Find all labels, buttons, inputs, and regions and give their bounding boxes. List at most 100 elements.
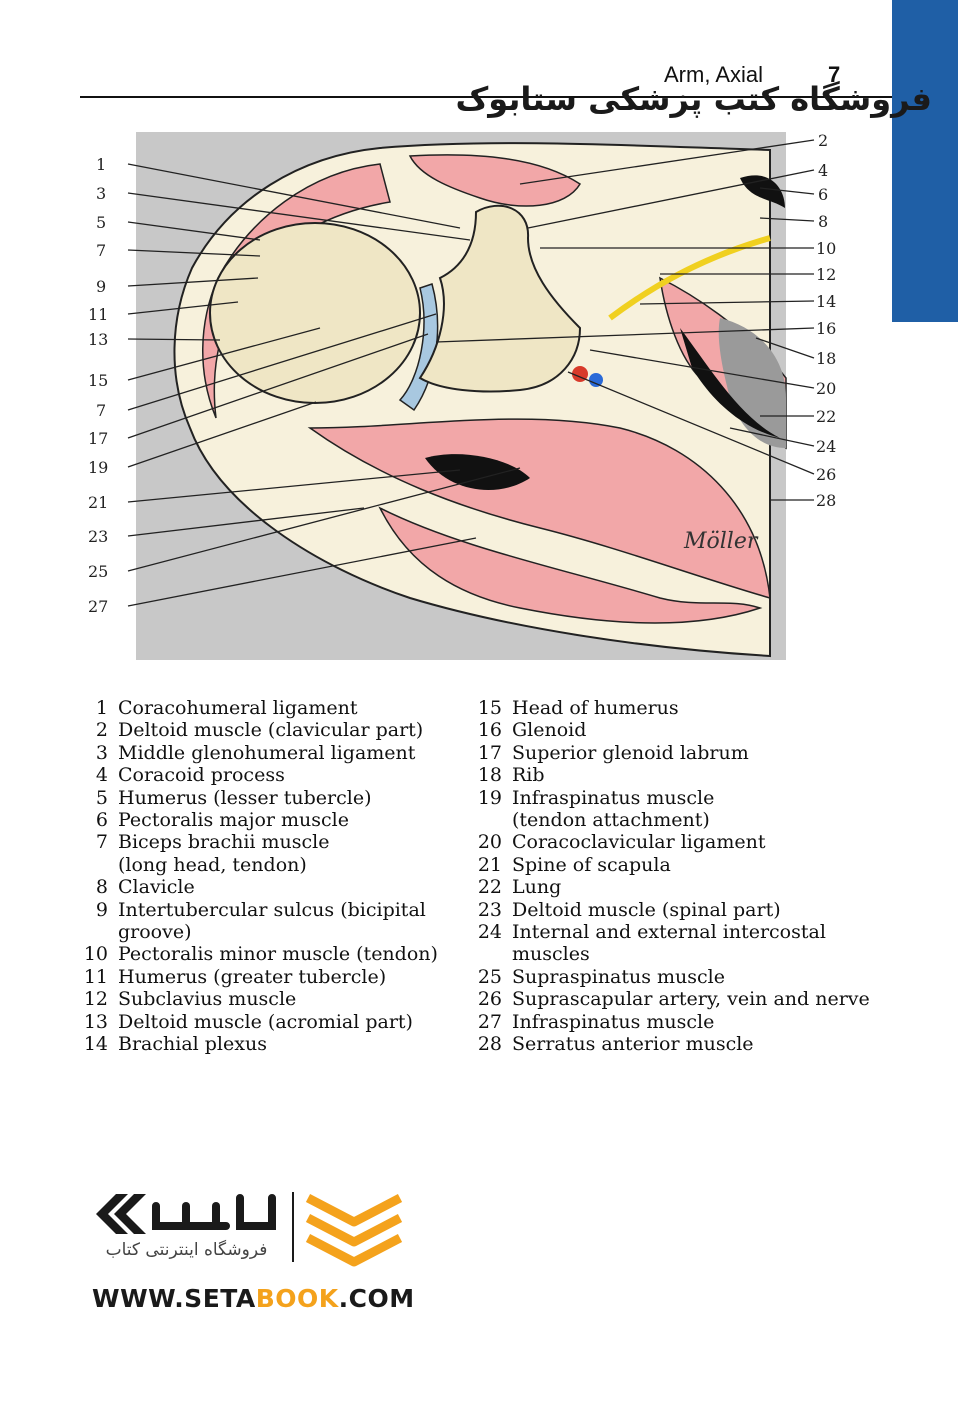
label-27: 27 [88,597,108,616]
logo-divider [292,1192,294,1262]
legend-number [472,809,502,831]
url-post: .COM [338,1284,415,1313]
legend-number: 12 [83,988,108,1011]
legend-text: Deltoid muscle (spinal part) [512,898,781,921]
legend-text: Supraspinatus muscle [512,965,726,988]
anatomy-figure: 1 3 5 7 9 11 13 15 7 17 19 21 23 25 27 2… [88,131,836,660]
legend-number [78,921,108,943]
label-17: 17 [88,429,108,448]
label-5: 5 [96,213,106,232]
logo-url[interactable]: WWW.SETABOOK.COM [92,1284,415,1313]
legend-number: 17 [477,741,502,764]
book-stack-icon [305,1194,403,1267]
legend-number: 26 [477,988,502,1011]
label-12: 12 [816,265,836,284]
legend-text: Serratus anterior muscle [512,1033,754,1056]
legend-text: groove) [118,921,192,944]
legend-text: Clavicle [118,876,195,899]
legend-text: Deltoid muscle (acromial part) [118,1010,413,1033]
legend-number: 25 [477,965,502,988]
legend-item: (long head, tendon) [78,854,458,876]
axillary-fat-black [425,454,530,490]
label-21: 21 [88,493,108,512]
legend-item: 17 Superior glenoid labrum [472,742,872,764]
legend-item: 24 Internal and external intercostal [472,921,872,943]
legend-text: Infraspinatus muscle [512,786,715,809]
legend-item: 2 Deltoid muscle (clavicular part) [78,719,458,741]
legend-text: Internal and external intercostal [512,921,826,944]
legend-item: (tendon attachment) [472,809,872,831]
legend-text: Brachial plexus [118,1033,267,1056]
legend-text: Suprascapular artery, vein and nerve [512,988,870,1011]
legend-number [78,854,108,876]
legend-item: 18 Rib [472,764,872,786]
label-16: 16 [816,319,836,338]
label-22: 22 [816,407,836,426]
label-14: 14 [816,292,836,311]
legend-text: Infraspinatus muscle [512,1010,715,1033]
legend-item: 28 Serratus anterior muscle [472,1033,872,1055]
legend-text: Intertubercular sulcus (bicipital [118,898,426,921]
legend-text: Deltoid muscle (clavicular part) [118,719,424,742]
label-1: 1 [96,155,106,174]
legend-item: 26 Suprascapular artery, vein and nerve [472,988,872,1010]
legend-item: 14 Brachial plexus [78,1033,458,1055]
legend-number: 13 [83,1010,108,1033]
legend-number [472,943,502,965]
label-2: 2 [818,131,828,150]
legend-text: Rib [512,764,545,787]
legend-item: 27 Infraspinatus muscle [472,1011,872,1033]
legend-text: (tendon attachment) [512,809,710,832]
legend-item: 8 Clavicle [78,876,458,898]
label-15: 15 [88,371,108,390]
logo-caption: فروشگاه اینترنتی کتاب [105,1240,268,1260]
legend-number: 1 [95,697,108,719]
seta-word-icon [152,1194,276,1230]
legend-number: 2 [95,719,108,742]
legend-number: 10 [83,943,108,966]
chevron-icon [96,1194,146,1234]
legend-number: 27 [477,1010,502,1033]
legend-item: 13 Deltoid muscle (acromial part) [78,1011,458,1033]
legend-number: 14 [83,1033,108,1056]
legend-number: 9 [95,898,108,921]
legend-number: 16 [477,719,502,742]
label-4: 4 [818,161,828,180]
legend-number: 20 [477,831,502,854]
signature: Möller [683,529,759,554]
label-11: 11 [88,305,108,324]
label-8: 8 [818,212,828,231]
legend-number: 21 [477,853,502,876]
label-7b: 7 [96,401,106,420]
legend-text: Superior glenoid labrum [512,741,749,764]
setabook-logo [96,1192,403,1267]
legend-number: 3 [95,741,108,764]
legend-number: 28 [477,1033,502,1056]
legend-number: 5 [95,786,108,809]
legend-number: 18 [477,764,502,787]
legend-number: 6 [95,809,108,832]
label-3: 3 [96,184,106,203]
legend-number: 8 [95,876,108,899]
section-title: Arm, Axial [664,62,764,87]
chapter-tab [892,0,958,322]
legend-text: Coracoid process [118,764,285,787]
legend-text: Pectoralis minor muscle (tendon) [118,943,438,966]
scapula [418,204,582,393]
legend-text: Head of humerus [512,697,679,719]
legend-item: 10 Pectoralis minor muscle (tendon) [78,943,458,965]
legend-number: 24 [477,921,502,944]
legend-text: Subclavius muscle [118,988,297,1011]
